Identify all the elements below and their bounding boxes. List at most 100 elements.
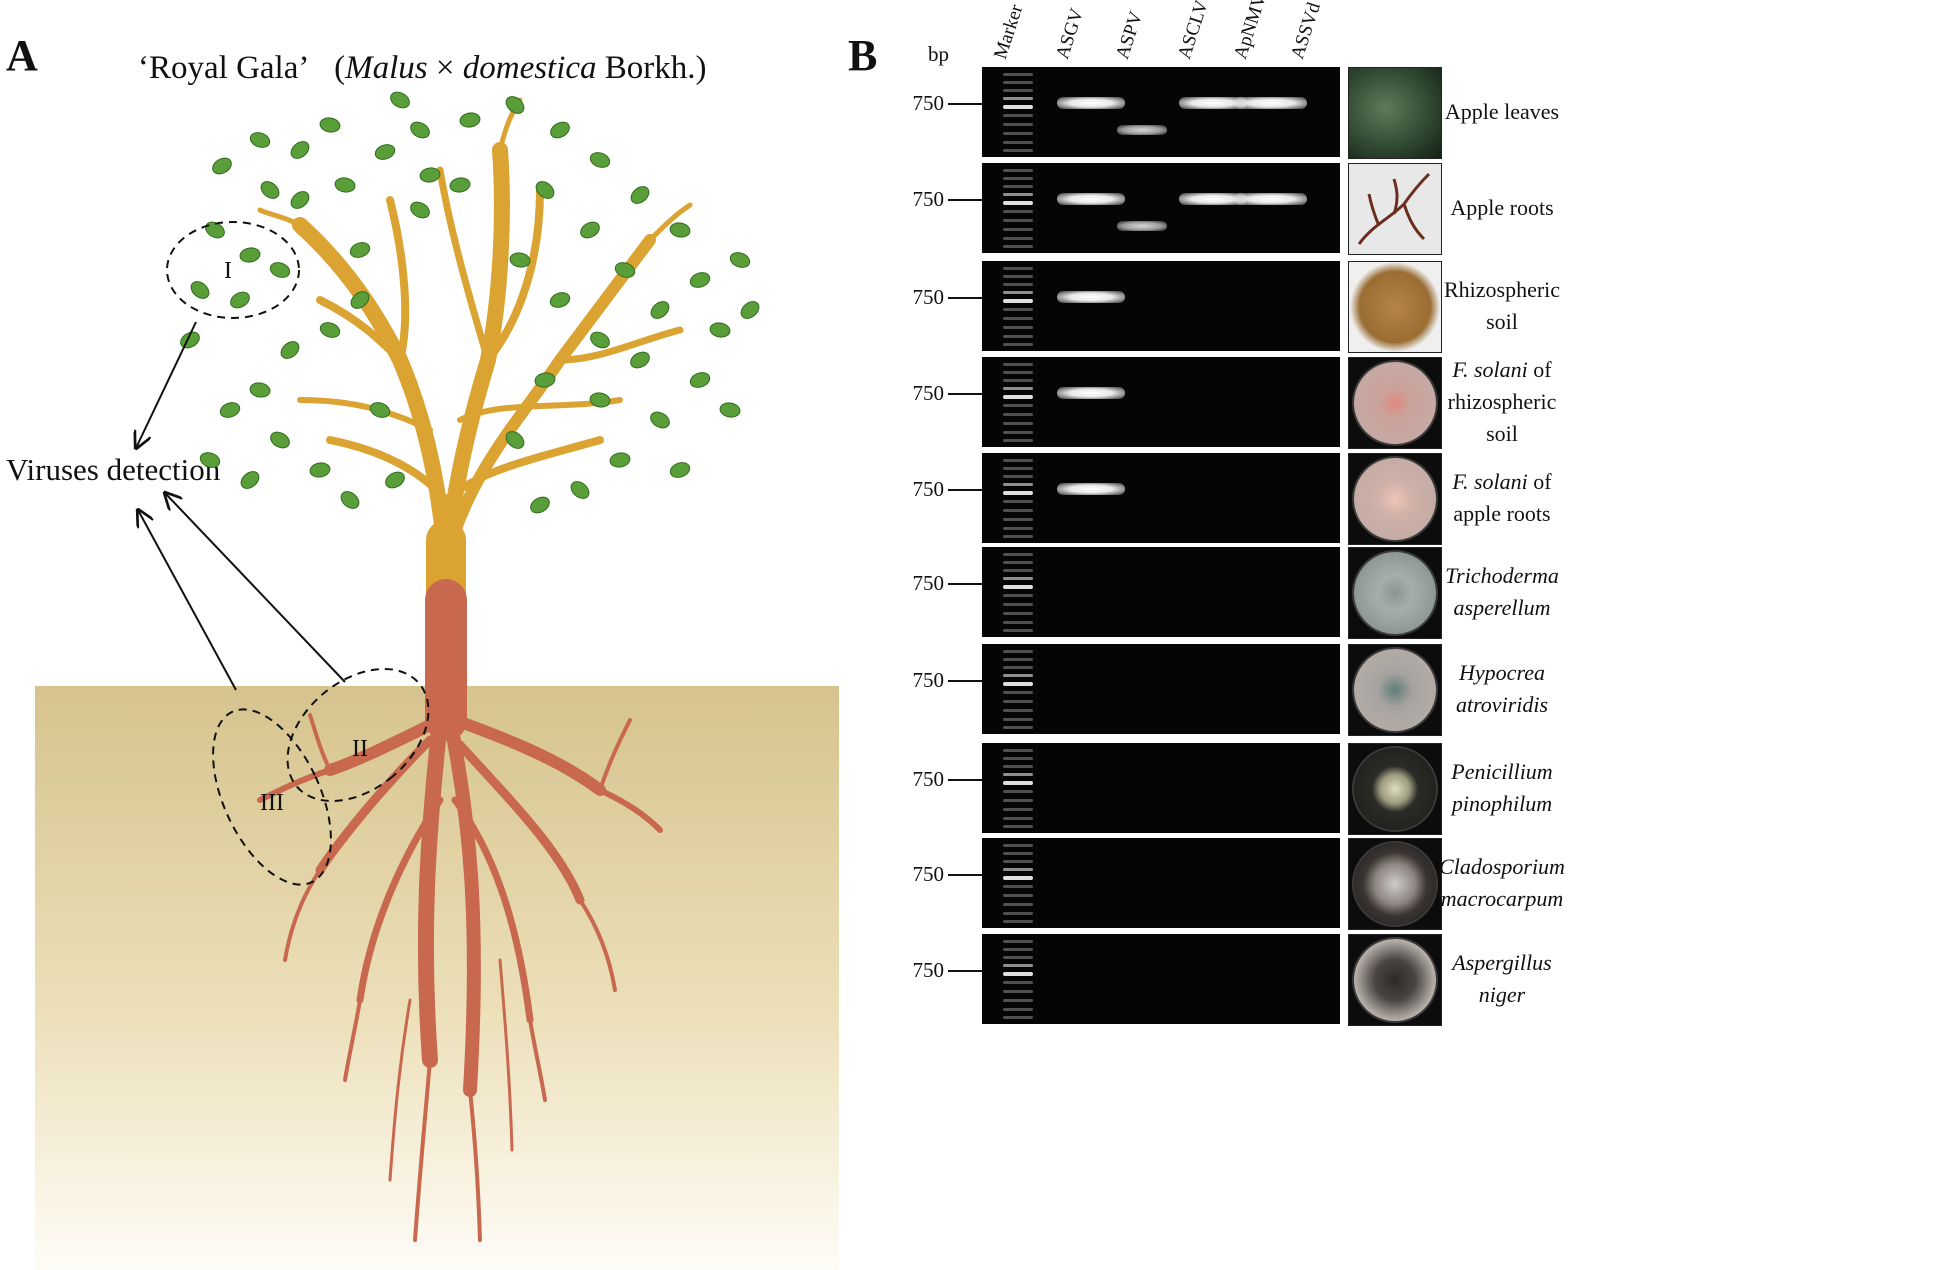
ladder-band [1003,509,1033,512]
sample-photo [1348,453,1442,545]
ladder-band [1003,379,1033,382]
gel-row [982,261,1340,351]
ladder-band [1003,964,1033,967]
ladder-band [1003,149,1033,152]
sample-label-line: macrocarpum [1440,886,1564,911]
ladder-band [1003,749,1033,752]
ladder-band [1003,491,1033,495]
sample-label-line: Trichoderma [1445,563,1559,588]
panel-a-letter: A [6,31,38,80]
ladder-band [1003,193,1033,196]
sample-photo [1348,163,1442,255]
sample-label-line: Cladosporium [1439,854,1565,879]
ladder-band [1003,621,1033,624]
region-i-outline [166,221,300,319]
ladder-band [1003,73,1033,76]
ladder-band [1003,674,1033,677]
ladder-band [1003,876,1033,880]
ladder-band [1003,123,1033,126]
ladder-band [1003,691,1033,694]
ladder-band [1003,467,1033,470]
ladder-band [1003,363,1033,366]
ladder-band [1003,658,1033,661]
gel-row [982,547,1340,637]
ladder-band [1003,237,1033,240]
amplicon-band-asgv [1057,483,1125,495]
ladder-band [1003,89,1033,92]
ladder-band [1003,535,1033,538]
ladder-band [1003,940,1033,943]
sample-label-line: Apple roots [1450,195,1554,220]
ladder-band [1003,132,1033,135]
culture-plate [1354,843,1436,925]
lane-header-asgv: ASGV [1052,5,1089,62]
panel-b-letter: B [848,31,878,80]
sample-label-line: Hypocrea [1459,660,1545,685]
gel-row [982,357,1340,447]
sample-photo [1348,934,1442,1026]
sample-label-line: asperellum [1453,595,1551,620]
ladder-band [1003,561,1033,564]
ladder-band [1003,577,1033,580]
culture-plate [1354,458,1436,540]
ladder-band [1003,765,1033,768]
ladder-band [1003,868,1033,871]
sample-photo [1348,644,1442,736]
ladder-band [1003,169,1033,172]
root-sample-icon [1357,172,1431,245]
detection-arrows [136,321,346,691]
sample-label-line: soil [1486,421,1518,446]
size-marker-tick [948,489,982,491]
ladder-band [1003,808,1033,811]
amplicon-band-asgv [1057,193,1125,205]
gel-row [982,67,1340,157]
lane-header-assvd: ASSVd [1287,0,1325,62]
sample-label-line: rhizospheric [1447,389,1557,414]
size-marker-tick [948,103,982,105]
ladder-band [1003,852,1033,855]
ladder-band [1003,201,1033,205]
size-marker-tick [948,680,982,682]
ladder-band [1003,291,1033,294]
ladder-band [1003,844,1033,847]
ladder-band [1003,299,1033,303]
sample-label-line: Aspergillus [1452,950,1552,975]
ladder-band [1003,718,1033,721]
ladder-band [1003,773,1033,776]
cultivar-name: ‘Royal Gala’ [138,50,310,86]
ladder-band [1003,317,1033,320]
ladder-band [1003,343,1033,346]
size-marker-label: 750 [912,862,945,886]
ladder-band [1003,185,1033,188]
amplicon-band-asclv [1179,97,1247,109]
ladder-band [1003,1008,1033,1011]
size-marker-label: 750 [912,285,945,309]
bp-unit-label: bp [928,42,949,66]
amplicon-band-asclv [1179,193,1247,205]
ladder-band [1003,326,1033,329]
sample-label-line: Rhizospheric [1443,277,1561,302]
ladder-band [1003,500,1033,503]
ladder-band [1003,459,1033,462]
ladder-band [1003,885,1033,888]
ladder-band [1003,920,1033,923]
ladder-band [1003,308,1033,311]
sample-label-line: soil [1486,309,1518,334]
size-marker-label: 750 [912,668,945,692]
sample-label-line: Penicillium [1451,759,1553,784]
amplicon-band-asgv [1057,97,1125,109]
size-marker-label: 750 [912,381,945,405]
amplicon-band-asgv [1057,387,1125,399]
ladder-band [1003,422,1033,425]
ladder-band [1003,387,1033,390]
ladder-band [1003,700,1033,703]
ladder-band [1003,569,1033,572]
ladder-band [1003,666,1033,669]
ladder-band [1003,371,1033,374]
lane-header-aspv: ASPV [1112,9,1148,62]
sample-label: Trichoderma asperellum [1402,560,1602,624]
culture-plate [1354,748,1436,830]
